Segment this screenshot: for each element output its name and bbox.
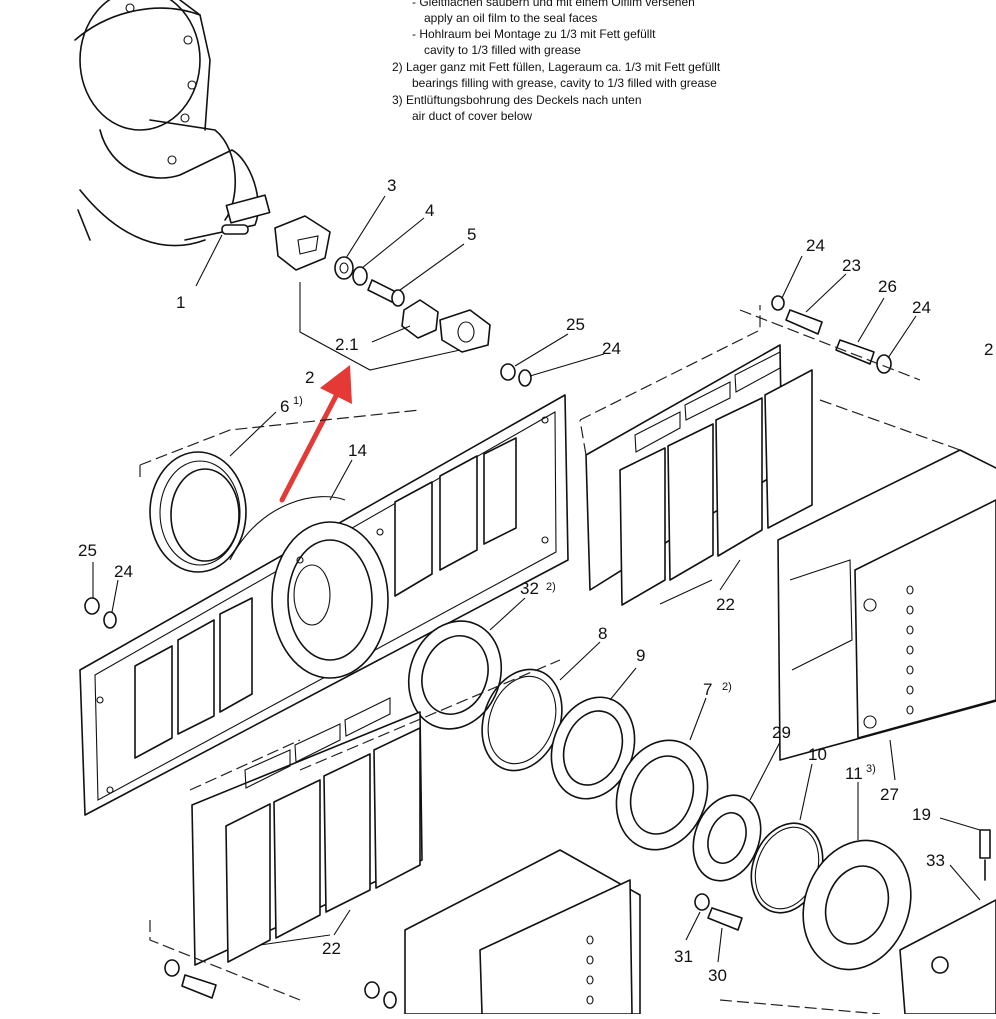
label-part-31: 31 [674,947,693,966]
part-2-bracket [299,282,461,371]
bearing-7 [615,739,709,851]
note-line-5: 2) Lager ganz mit Fett füllen, Lageraum … [392,60,721,74]
note-line-8: air duct of cover below [412,109,532,123]
note-line-1: - Gleitflächen säubern und mit einem Ölf… [412,0,695,9]
part-labels: 1 2 2.1 3 4 5 6 1) 14 25 24 24 23 26 24 … [78,176,993,985]
label-part-11-note: 3) [866,763,876,775]
note-line-6: bearings filling with grease, cavity to … [412,76,717,90]
assembly-dash-lines [139,305,961,1015]
note-line-4: cavity to 1/3 filled with grease [424,43,581,57]
label-part-14: 14 [348,441,367,460]
label-part-22-right: 22 [716,595,735,614]
label-part-32: 32 [520,579,539,598]
fasteners [84,295,892,1009]
label-part-10: 10 [808,745,827,764]
note-line-2: apply an oil film to the seal faces [424,11,597,25]
label-part-22-left: 22 [322,939,341,958]
leader-lines [92,195,981,963]
seal-ring-6 [149,451,247,573]
label-part-11: 11 [845,764,863,783]
label-part-1: 1 [176,293,185,312]
label-part-5: 5 [467,225,476,244]
label-part-6: 6 [280,397,289,416]
label-part-edge: 2 [984,340,993,359]
label-part-24-mid: 24 [602,339,621,358]
spacer-29 [692,794,762,882]
label-part-24-right: 24 [912,298,931,317]
label-part-7-note: 2) [722,681,732,693]
label-part-4: 4 [425,201,434,220]
label-part-26: 26 [878,277,897,296]
label-part-23: 23 [842,256,861,275]
bottom-right-motor [899,829,996,1015]
housing-block-lower [404,849,641,1015]
label-part-2: 2 [305,368,314,387]
motor-flange-drawing [74,0,271,247]
cover-plates-lower-22 [191,697,423,966]
label-part-19: 19 [912,805,931,824]
label-part-9: 9 [636,646,645,665]
label-part-32-note: 2) [546,581,556,593]
label-part-6-note: 1) [293,395,303,407]
label-part-7: 7 [703,680,712,699]
cover-plates-upper-22 [585,344,813,606]
label-part-2-1: 2.1 [335,335,359,354]
label-part-30: 30 [708,966,727,985]
cover-11 [802,839,912,971]
red-arrow-icon [279,365,352,503]
label-part-24-top: 24 [806,236,825,255]
note-line-7: 3) Entlüftungsbohrung des Deckels nach u… [392,93,642,107]
note-line-3: - Hohlraum bei Montage zu 1/3 mit Fett g… [412,27,656,41]
label-part-8: 8 [598,624,607,643]
coupling-parts [274,215,491,353]
housing-plate-14 [79,394,569,816]
assembly-notes: - Gleitflächen säubern und mit einem Ölf… [392,0,721,123]
bearing-32 [407,620,503,730]
label-part-27: 27 [880,785,899,804]
housing-block-27 [777,449,996,761]
label-part-25-mid: 25 [566,315,585,334]
label-part-33: 33 [926,851,945,870]
label-part-24-left: 24 [114,562,133,581]
label-part-25-left: 25 [78,541,97,560]
label-part-3: 3 [387,176,396,195]
label-part-29: 29 [772,723,791,742]
